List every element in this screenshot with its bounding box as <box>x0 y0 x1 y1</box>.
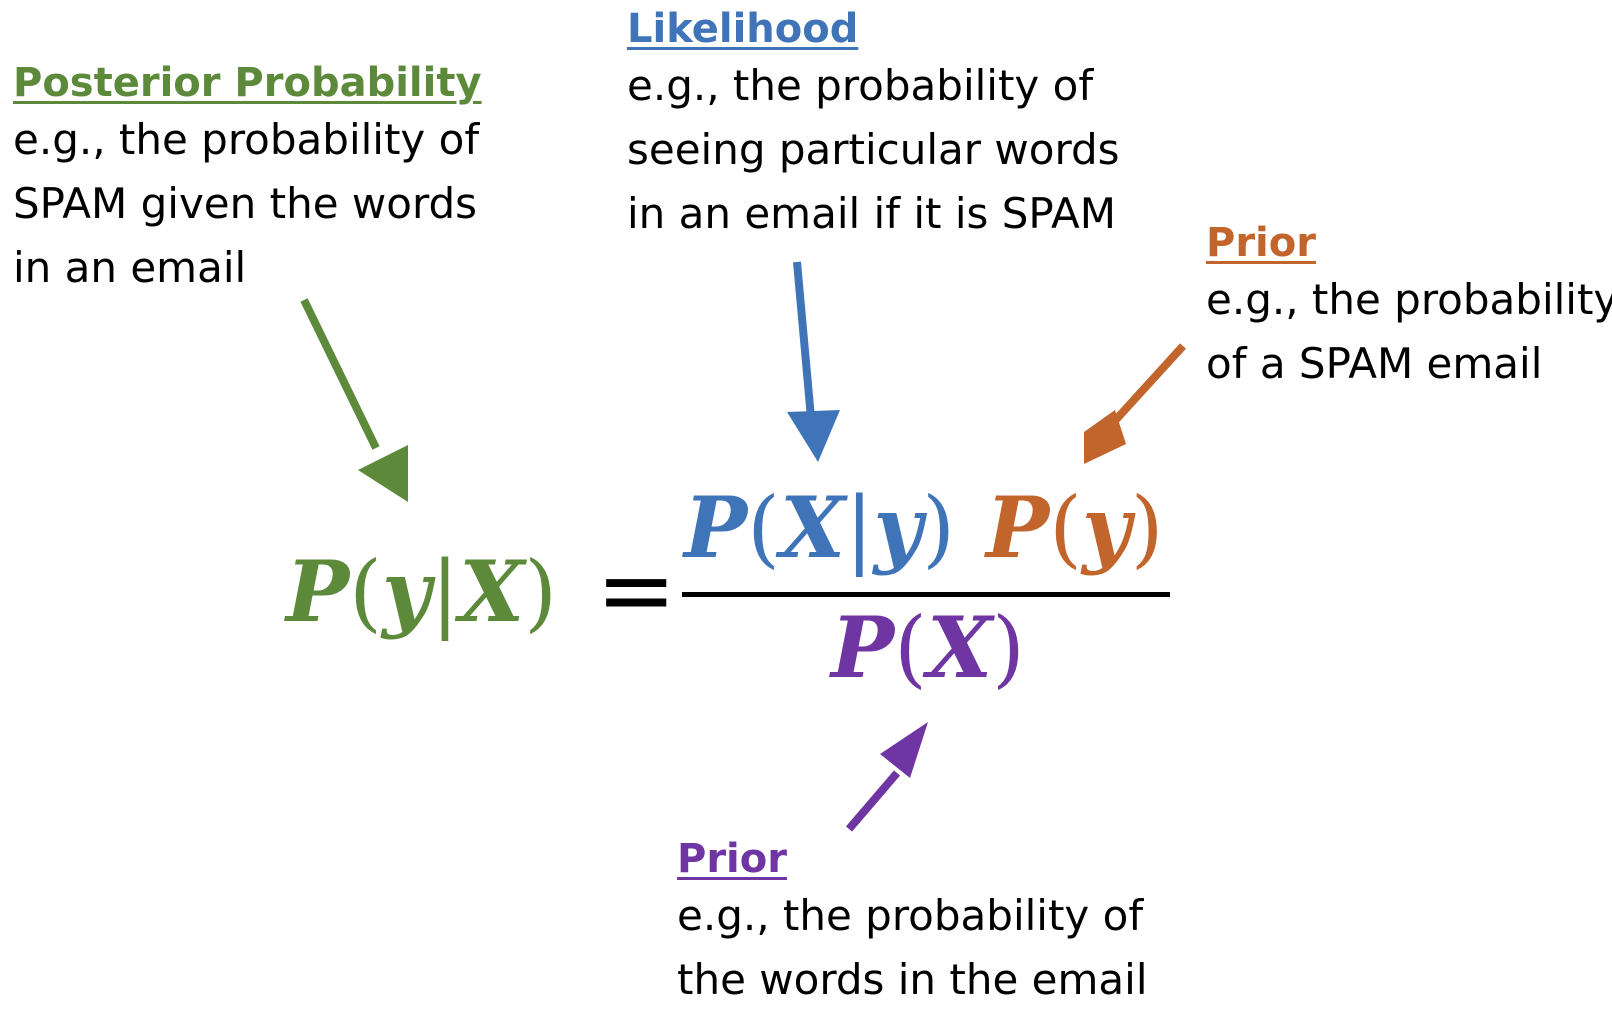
prior-x-close-paren: ) <box>992 599 1025 697</box>
posterior-X: X <box>459 542 525 641</box>
posterior-bar: | <box>430 543 460 641</box>
posterior-heading: Posterior Probability <box>13 60 482 106</box>
posterior-P: P <box>286 542 350 641</box>
prior-y-arrow-icon <box>1084 343 1186 464</box>
likelihood-term: P(X|y) <box>684 478 955 578</box>
prior-y-term: P(y) <box>986 478 1164 578</box>
prior-y-line-1: e.g., the probability <box>1206 275 1612 324</box>
prior-y-annotation: Prior e.g., the probability of a SPAM em… <box>1206 218 1612 396</box>
likelihood-line-2: seeing particular words <box>627 125 1120 174</box>
posterior-line-2: SPAM given the words <box>13 179 478 228</box>
prior-x-term: P(X) <box>831 598 1025 698</box>
posterior-arrow-icon <box>300 298 408 502</box>
prior-x-open-paren: ( <box>894 599 927 697</box>
posterior-line-3: in an email <box>13 243 247 292</box>
likelihood-line-3: in an email if it is SPAM <box>627 189 1116 238</box>
prior-y-open-paren: ( <box>1049 479 1082 577</box>
likelihood-line-1: e.g., the probability of <box>627 61 1094 110</box>
likelihood-X: X <box>779 478 846 577</box>
likelihood-open-paren: ( <box>747 479 780 577</box>
likelihood-y: y <box>873 478 923 577</box>
prior-x-line-2: the words in the email <box>677 955 1148 1004</box>
likelihood-bar: | <box>845 479 874 577</box>
prior-x-arrow-icon <box>845 722 928 832</box>
prior-y-heading: Prior <box>1206 220 1316 266</box>
prior-x-heading: Prior <box>677 836 787 882</box>
posterior-open-paren: ( <box>349 543 382 641</box>
prior-y-close-paren: ) <box>1130 479 1164 577</box>
posterior-term: P(y|X) <box>286 542 557 642</box>
likelihood-close-paren: ) <box>922 479 956 577</box>
prior-x-P: P <box>831 598 895 697</box>
likelihood-arrow-icon <box>787 261 840 462</box>
prior-y-y: y <box>1081 478 1131 577</box>
likelihood-annotation: Likelihood e.g., the probability of seei… <box>627 4 1120 246</box>
posterior-annotation: Posterior Probability e.g., the probabil… <box>13 58 482 300</box>
posterior-y: y <box>381 542 431 641</box>
likelihood-heading: Likelihood <box>627 6 859 52</box>
posterior-line-1: e.g., the probability of <box>13 115 480 164</box>
prior-y-P: P <box>986 478 1050 577</box>
likelihood-P: P <box>684 478 748 577</box>
prior-y-line-2: of a SPAM email <box>1206 339 1543 388</box>
prior-x-X: X <box>926 598 993 697</box>
fraction-line <box>682 592 1170 597</box>
prior-x-line-1: e.g., the probability of <box>677 891 1144 940</box>
posterior-close-paren: ) <box>524 543 558 641</box>
prior-x-annotation: Prior e.g., the probability of the words… <box>677 834 1148 1012</box>
equals-sign: = <box>596 534 677 646</box>
